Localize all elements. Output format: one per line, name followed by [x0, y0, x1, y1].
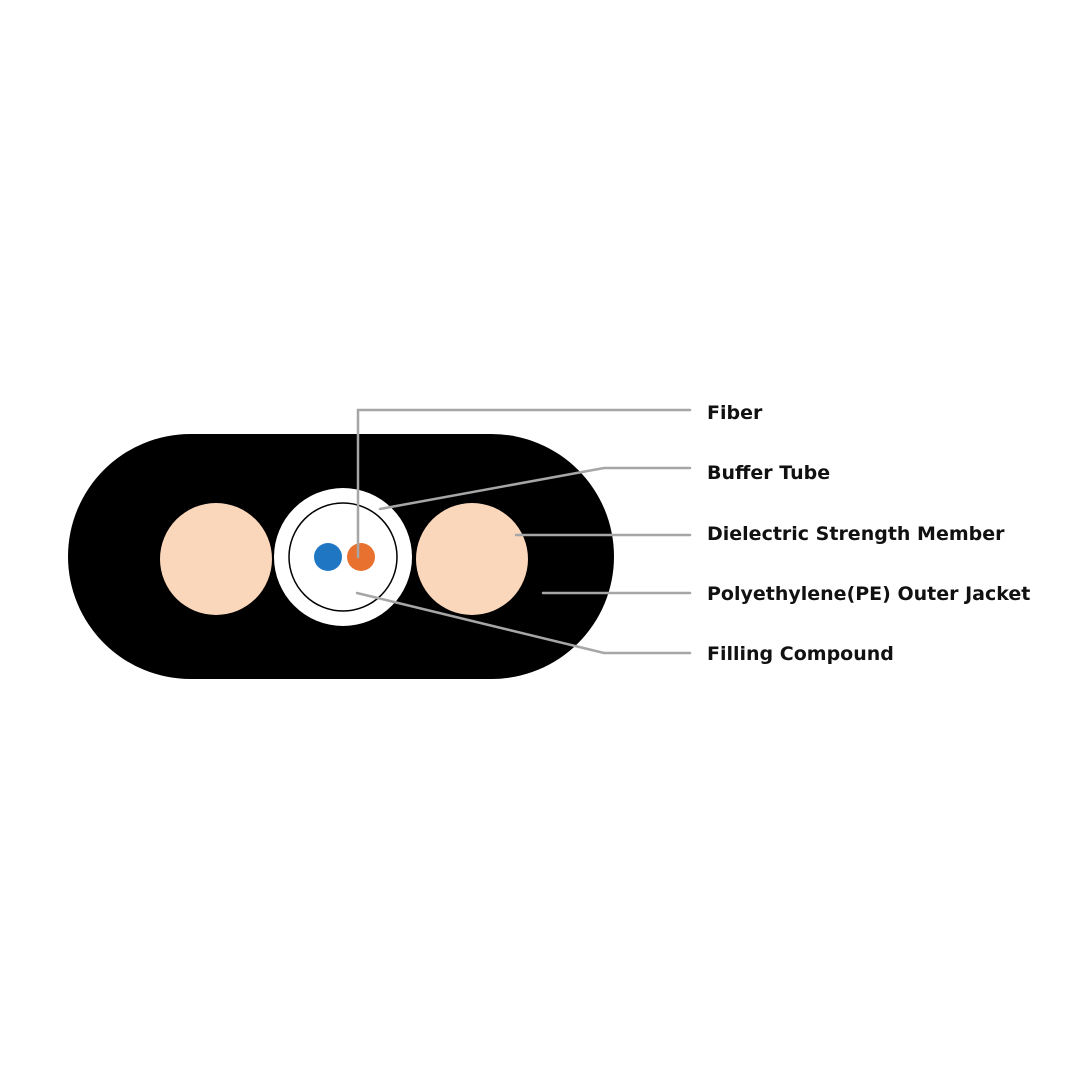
strength-member-right [416, 503, 528, 615]
label-fiber: Fiber [707, 402, 763, 424]
label-filling-compound: Filling Compound [707, 643, 894, 665]
leader-line-buffer-tube [378, 466, 692, 511]
strength-member-left [160, 503, 272, 615]
leader-line-fiber [356, 408, 692, 559]
label-buffer-tube: Buffer Tube [707, 462, 831, 484]
fiber-blue [314, 543, 342, 571]
filling-compound [288, 502, 398, 612]
leader-line-filling-compound [355, 591, 692, 655]
label-dielectric-strength-member: Dielectric Strength Member [707, 523, 1005, 545]
leader-lines [355, 408, 692, 655]
fiber-orange [347, 543, 375, 571]
label-pe-outer-jacket: Polyethylene(PE) Outer Jacket [707, 583, 1031, 605]
